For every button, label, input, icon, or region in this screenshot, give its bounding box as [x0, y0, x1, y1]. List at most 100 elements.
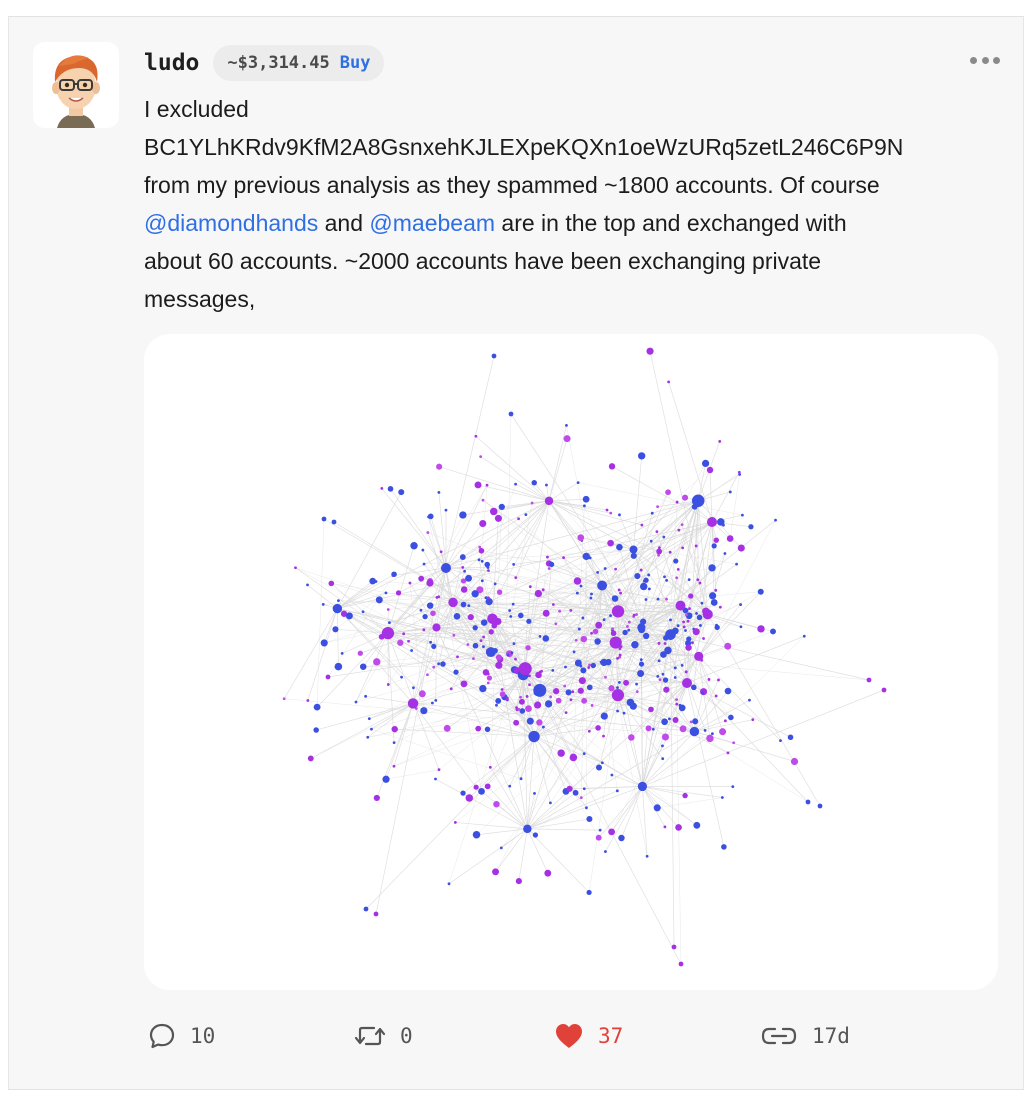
graph-node	[604, 675, 607, 679]
graph-node	[596, 570, 600, 574]
graph-node	[611, 689, 625, 702]
graph-node	[392, 764, 396, 768]
post-header: ludo ~$3,314.45 Buy	[144, 44, 385, 82]
graph-node	[384, 591, 388, 595]
graph-node	[663, 642, 667, 645]
post-text-line: I excluded	[144, 96, 249, 122]
author-avatar[interactable]	[33, 42, 119, 128]
graph-edge	[510, 616, 701, 626]
graph-node	[453, 612, 461, 620]
graph-node	[461, 566, 465, 569]
graph-node	[577, 627, 581, 631]
graph-node	[437, 595, 441, 599]
buy-coin-button[interactable]: Buy	[339, 53, 371, 73]
graph-node	[611, 605, 625, 618]
graph-node	[713, 537, 720, 543]
mention-link[interactable]: @diamondhands	[144, 210, 319, 236]
graph-node	[386, 608, 390, 611]
graph-node	[467, 614, 474, 621]
graph-node	[614, 567, 618, 571]
graph-node	[710, 599, 718, 606]
graph-edge	[427, 532, 679, 626]
graph-node	[695, 612, 698, 615]
graph-node	[545, 483, 548, 487]
graph-edge	[709, 469, 713, 523]
graph-node	[604, 850, 607, 853]
graph-edge	[548, 500, 642, 526]
more-dot	[970, 56, 977, 64]
graph-node	[418, 575, 425, 582]
graph-node	[402, 632, 406, 636]
comment-button[interactable]: 10	[148, 1014, 215, 1058]
graph-edge	[642, 786, 666, 828]
graph-node	[526, 618, 532, 624]
repost-button[interactable]: 0	[354, 1014, 413, 1058]
graph-node	[711, 543, 717, 549]
repost-icon	[354, 1026, 386, 1046]
graph-node	[490, 507, 498, 516]
graph-node	[313, 727, 319, 733]
graph-edge	[455, 822, 528, 830]
graph-edge	[452, 557, 464, 603]
graph-node	[535, 671, 542, 679]
graph-edge	[455, 631, 697, 823]
graph-edge	[604, 513, 653, 569]
graph-node	[669, 618, 672, 622]
graph-node	[658, 546, 661, 550]
graph-edge	[615, 642, 669, 653]
graph-node	[480, 579, 484, 583]
graph-edge	[387, 611, 619, 634]
graph-edge	[436, 500, 699, 628]
graph-node	[486, 675, 493, 681]
graph-node	[563, 435, 571, 443]
permalink-button[interactable]: 17d	[760, 1014, 850, 1058]
graph-node	[724, 642, 732, 650]
graph-edge	[584, 786, 643, 790]
graph-node	[307, 755, 314, 762]
graph-node	[684, 629, 687, 632]
mention-link[interactable]: @maebeam	[369, 210, 496, 236]
graph-node	[418, 690, 426, 698]
graph-edge	[548, 500, 642, 628]
graph-node	[672, 717, 679, 724]
graph-edge	[428, 516, 447, 569]
graph-node	[682, 792, 688, 799]
graph-edge	[438, 628, 613, 770]
graph-node	[484, 596, 488, 600]
graph-node	[460, 578, 467, 584]
more-options-icon[interactable]	[970, 50, 1000, 70]
graph-node	[688, 607, 691, 610]
graph-node	[528, 730, 540, 743]
graph-node	[538, 635, 542, 638]
graph-edge	[435, 627, 437, 701]
graph-edge	[445, 500, 699, 569]
graph-edge	[337, 491, 402, 609]
graph-node	[689, 726, 700, 737]
graph-edge	[492, 521, 713, 620]
graph-node	[587, 729, 591, 733]
graph-edge	[388, 506, 503, 685]
graph-edge	[611, 520, 776, 833]
graph-node	[662, 535, 666, 539]
graph-edge	[522, 610, 572, 676]
graph-node	[592, 628, 599, 635]
graph-node	[407, 639, 410, 643]
graph-node	[453, 821, 457, 824]
graph-edge	[310, 588, 650, 759]
graph-node	[598, 828, 602, 832]
graph-node	[650, 511, 654, 515]
graph-edge	[539, 656, 699, 691]
graph-node	[480, 619, 488, 626]
post-image[interactable]	[144, 334, 998, 990]
graph-node	[332, 603, 343, 614]
graph-node	[566, 785, 573, 792]
like-button[interactable]: 37	[554, 1014, 623, 1058]
graph-node	[534, 701, 542, 709]
graph-node	[610, 773, 614, 777]
graph-node	[586, 684, 593, 691]
graph-edge	[324, 574, 649, 644]
graph-node	[332, 626, 339, 633]
author-username[interactable]: ludo	[144, 50, 200, 76]
graph-edge	[509, 630, 676, 787]
graph-node	[790, 757, 799, 766]
